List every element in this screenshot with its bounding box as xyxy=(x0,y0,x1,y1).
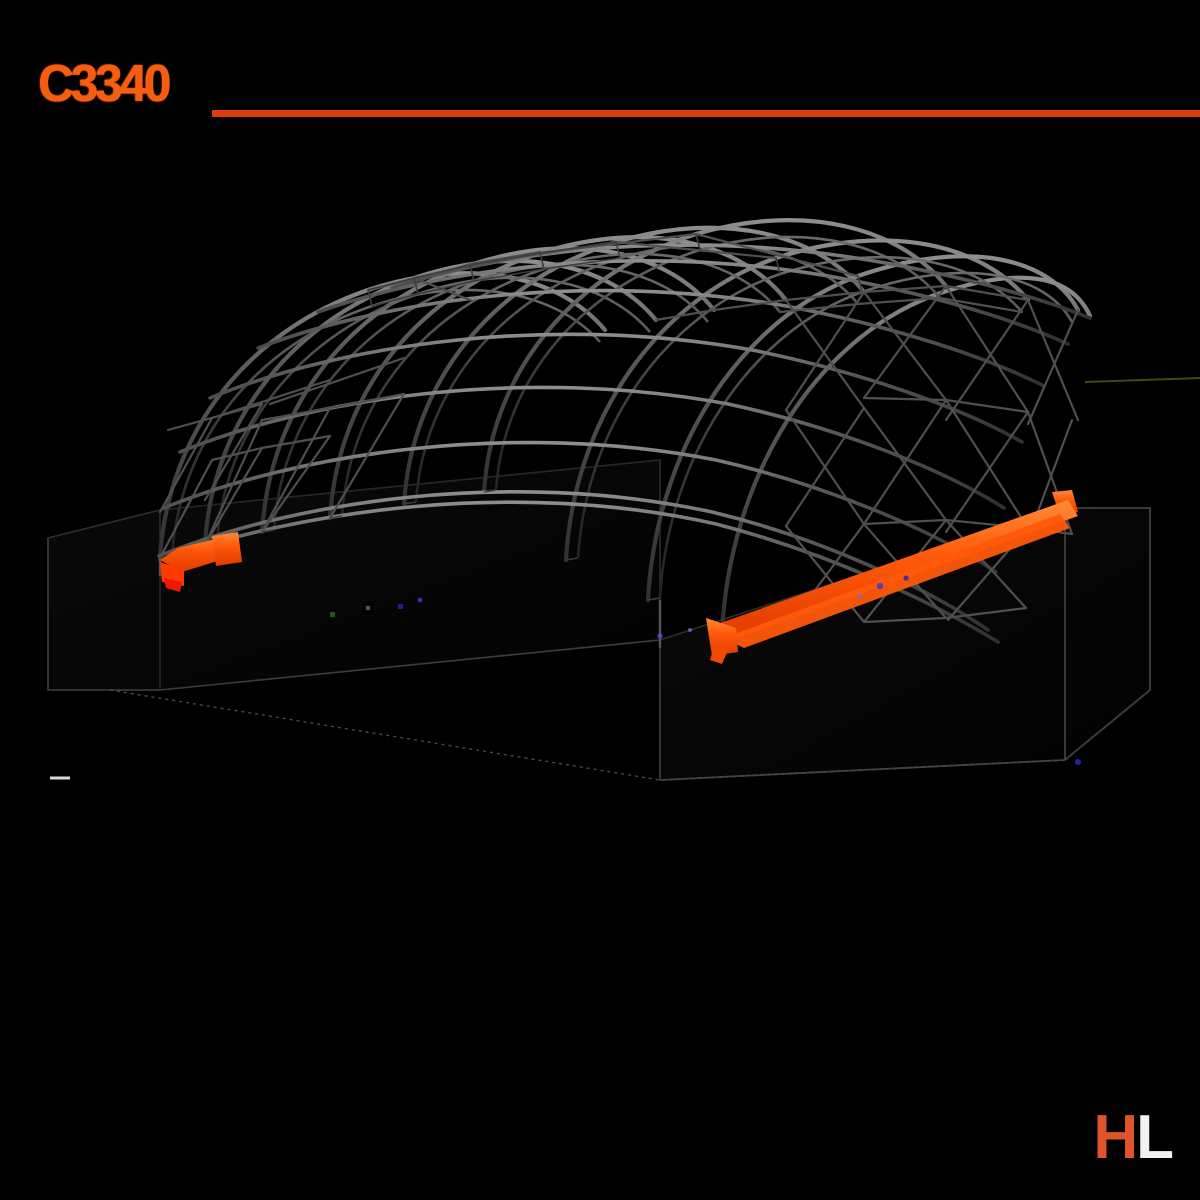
header: C3340 xyxy=(0,0,1200,140)
foundation-right xyxy=(659,507,1151,781)
logo-letter-l: L xyxy=(1136,1102,1174,1172)
ground-plane-edges xyxy=(50,689,1066,781)
page-title: C3340 xyxy=(38,55,171,113)
brand-logo: H L xyxy=(1093,1102,1174,1172)
highlight-beam-right[interactable] xyxy=(706,490,1078,664)
axis-hint-line xyxy=(1084,377,1200,383)
logo-letter-h: H xyxy=(1093,1102,1138,1172)
highlight-beam-left[interactable] xyxy=(160,532,242,592)
title-divider-rule xyxy=(212,110,1200,117)
node-markers xyxy=(330,597,1081,765)
